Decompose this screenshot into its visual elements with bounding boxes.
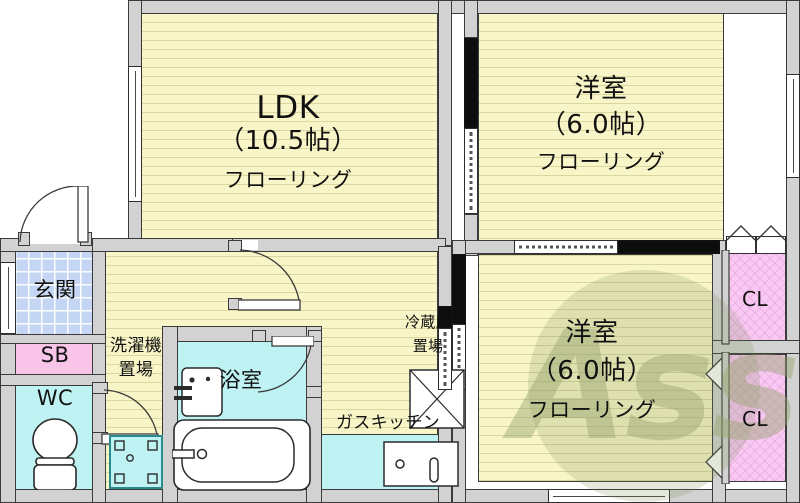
sliding-door-bedrooms-black[interactable] <box>618 240 720 254</box>
washing-machine-pan <box>109 435 163 489</box>
bath-door-jamb-side <box>306 386 322 398</box>
room-shoebox <box>14 340 96 376</box>
slider-kitchen-right-black[interactable] <box>438 306 452 328</box>
overhead-storage-markers <box>726 225 786 241</box>
window-entry-left[interactable] <box>0 262 16 334</box>
entrance-door-swing[interactable] <box>18 186 98 244</box>
entrance-door-gap <box>26 232 88 244</box>
wall-entry-hall-divider <box>92 238 106 503</box>
slider-kitchen-right-dotted[interactable] <box>438 328 452 390</box>
sliding-door-ldk-bedroom-dotted[interactable] <box>464 128 478 214</box>
wall-ldk-bedroom <box>438 0 452 246</box>
kitchen-sink-fixture <box>383 441 459 487</box>
window-ldk-left[interactable] <box>128 66 142 202</box>
bathtub-fixture <box>172 419 311 491</box>
slider-bedroom-bottom-left-black[interactable] <box>452 254 466 324</box>
room-bedroom-bottom <box>478 254 724 482</box>
overhead-storage-left <box>726 236 756 254</box>
room-bedroom-top <box>478 12 724 244</box>
window-bedroom-bottom[interactable] <box>548 489 670 503</box>
hall-ldk-door-jamb-top <box>228 240 242 252</box>
bath-door-jamb-left <box>252 330 266 342</box>
room-closet-lower <box>724 354 786 482</box>
wc-door-jamb-top <box>92 382 108 394</box>
sliding-door-bedrooms-dotted[interactable] <box>514 240 618 254</box>
wall-exterior-bottom <box>0 489 800 503</box>
folding-door-closet-lower[interactable] <box>686 352 730 484</box>
sliding-door-ldk-bedroom-black[interactable] <box>464 38 478 128</box>
window-bedroom-top-right[interactable] <box>786 74 800 178</box>
wall-shoebox-top <box>0 334 106 344</box>
room-closet-upper <box>724 252 786 344</box>
bath-shower-panel <box>174 367 223 417</box>
hall-ldk-door-gap <box>232 240 258 250</box>
wall-wc-top <box>0 374 106 386</box>
refrigerator-space-box <box>409 369 465 429</box>
overhead-storage-right <box>756 236 786 254</box>
wall-hall-ldk <box>92 238 246 252</box>
bath-door-swing[interactable] <box>250 336 314 398</box>
room-ldk <box>138 12 438 246</box>
folding-door-closet-upper[interactable] <box>706 250 730 346</box>
wall-bedroom-left-upper <box>464 0 478 38</box>
room-entrance <box>14 244 96 340</box>
hall-ldk-door-swing[interactable] <box>238 248 304 314</box>
toilet-fixture <box>32 418 78 490</box>
